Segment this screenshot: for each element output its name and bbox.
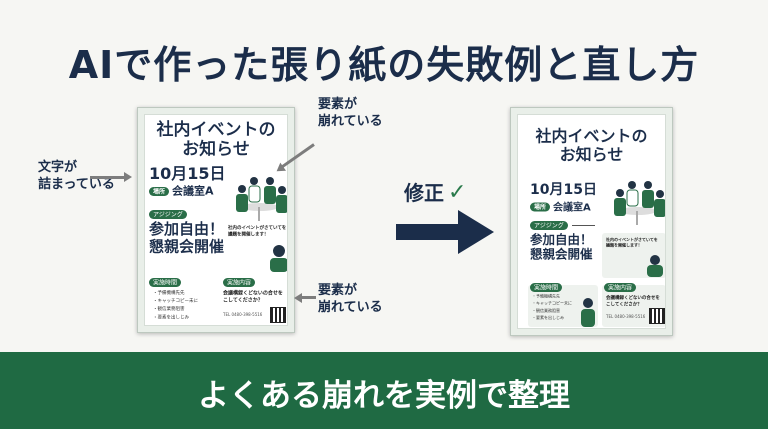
section1-tag: 実施時間 — [530, 283, 563, 293]
poster-title-line2: お知らせ — [182, 139, 250, 160]
headline-line2: 懇親会開催 — [149, 237, 224, 256]
section2-tag: 実施内容 — [604, 283, 637, 293]
arrow-bottom-icon — [300, 296, 316, 299]
poster-title-line1: 社内イベントの — [535, 126, 648, 146]
poster-before: 社内イベントの お知らせ 10月15日 場所会議室A アジジング 参加自由！懇親… — [137, 107, 295, 333]
annotation-text-cramped: 文字が 詰まっている — [38, 160, 115, 192]
category-tag: アジジング — [149, 210, 187, 220]
page-title: AIで作った張り紙の失敗例と直し方 — [68, 43, 700, 87]
list-item: ・観信業務阻害 — [153, 306, 185, 312]
poster-list: ・予備機構先先 ・キャッチコピー未に ・観信業務阻害 ・要素を出しじみ — [153, 289, 198, 321]
headline-line1: 参加自由！ — [149, 220, 224, 238]
poster-tel: TEL 0480-398-5516 — [606, 314, 646, 320]
meeting-illustration — [236, 177, 287, 221]
annotation-element-broken-bottom: 要素が 崩れている — [318, 283, 383, 315]
headline-line2: 懇親会開催 — [530, 246, 593, 262]
section1: 実施時間 — [530, 282, 563, 293]
person-icon — [270, 245, 287, 272]
poster-contact: 会議構録くどないの合せを こしてくださか？ — [223, 290, 283, 304]
divider — [571, 225, 595, 227]
bottom-banner: よくある崩れを実例で整理 — [0, 352, 768, 429]
category-tag: アジジング — [530, 221, 568, 231]
meeting-illustration — [614, 181, 665, 225]
poster-tel: TEL 0480-398-5516 — [223, 312, 263, 318]
poster-contact: 会議構録くどないの合せを こしてくださか？ — [606, 295, 660, 307]
section2: 実施内容 — [604, 282, 637, 293]
fix-text: 修正 — [404, 181, 444, 206]
poster-place: 場所会議室A — [149, 185, 214, 198]
section1: 実施時間 — [149, 277, 182, 288]
poster-title: 社内イベントの お知らせ — [518, 127, 665, 164]
poster-room: 会議室A — [553, 201, 591, 213]
list-item: ・要素を出しじみ — [532, 315, 564, 321]
banner-text: よくある崩れを実例で整理 — [198, 378, 570, 414]
poster-list: ・予備機構先先 ・キャッチコピー未に ・観信業務阻害 ・要素を出しじみ — [532, 293, 572, 322]
poster-title: 社内イベントの お知らせ — [145, 120, 287, 159]
category-tag-wrap: アジジング — [149, 209, 187, 220]
section1-tag: 実施時間 — [149, 278, 182, 288]
poster-body: 社内のイベントがさていてを 議題を開催します！ — [606, 237, 658, 248]
fix-label: 修正✓ — [404, 180, 466, 206]
section2-tag: 実施内容 — [223, 278, 256, 288]
poster-headline: 参加自由！懇親会開催 — [530, 233, 593, 262]
list-item: ・キャッチコピー未に — [153, 298, 199, 304]
list-item: ・予備機構先先 — [153, 290, 185, 296]
arrow-left-icon — [90, 172, 132, 182]
qr-code — [270, 307, 286, 323]
poster-place: 場所会議室A — [530, 201, 591, 213]
poster-room: 会議室A — [172, 185, 214, 198]
poster-title-line2: お知らせ — [559, 144, 624, 164]
poster-date: 10月15日 — [149, 164, 226, 183]
woman-icon — [581, 298, 595, 327]
poster-date: 10月15日 — [530, 181, 597, 198]
poster-after: 社内イベントの お知らせ 10月15日 場所会議室A アジジング 参加自由！懇親… — [510, 107, 673, 336]
poster-headline: 参加自由！懇親会開催 — [149, 221, 224, 256]
list-item: ・要素を出しじみ — [153, 314, 190, 320]
headline-line1: 参加自由！ — [530, 232, 593, 247]
list-item: ・観信業務阻害 — [532, 308, 560, 313]
poster-body: 社内のイベントがさていてを 議題を開催します！ — [228, 225, 287, 237]
section2: 実施内容 — [223, 277, 256, 288]
person-icon — [647, 255, 663, 277]
qr-code — [649, 308, 665, 324]
right-arrow-icon — [396, 210, 494, 254]
list-item: ・キャッチコピー未に — [532, 301, 572, 306]
check-icon: ✓ — [448, 180, 467, 205]
place-tag: 場所 — [149, 187, 170, 197]
place-tag: 場所 — [530, 202, 551, 212]
category-tag-wrap: アジジング — [530, 221, 595, 231]
annotation-element-broken-top: 要素が 崩れている — [318, 97, 383, 129]
poster-title-line1: 社内イベントの — [156, 119, 276, 140]
list-item: ・予備機構先先 — [532, 294, 560, 299]
